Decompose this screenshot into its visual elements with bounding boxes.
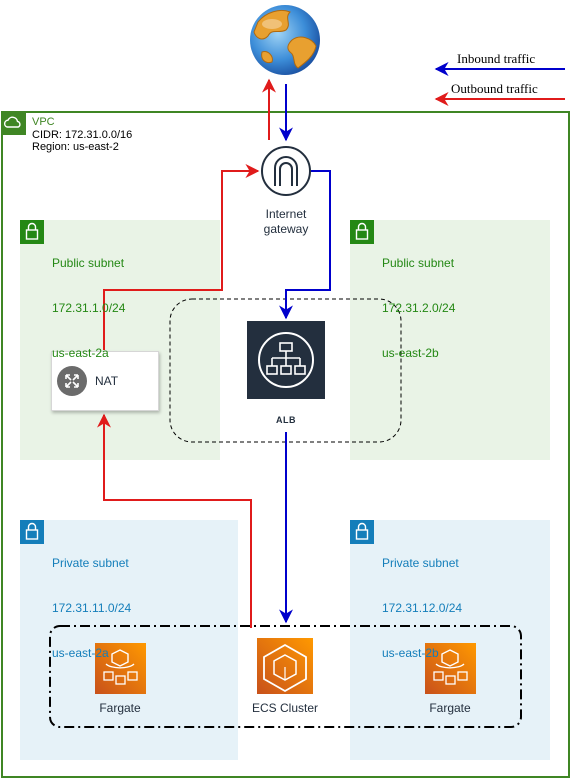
lock-icon: [20, 520, 44, 544]
subnet-title: Public subnet: [52, 256, 125, 270]
private-subnet-a-label: Private subnet 172.31.11.0/24 us-east-2a: [52, 526, 131, 676]
vpc-title: VPC: [32, 116, 55, 128]
vpc-label-block: VPC CIDR: 172.31.0.0/16 Region: us-east-…: [32, 116, 132, 154]
ecs-icon: [257, 638, 313, 694]
subnet-title: Private subnet: [52, 556, 129, 570]
subnet-cidr: 172.31.11.0/24: [52, 601, 132, 615]
vpc-region: Region: us-east-2: [32, 141, 119, 153]
lock-icon: [20, 220, 44, 244]
vpc-cidr: CIDR: 172.31.0.0/16: [32, 128, 133, 141]
public-subnet-b-label: Public subnet 172.31.2.0/24 us-east-2b: [382, 226, 455, 376]
igw-label-line1: Internet: [265, 207, 307, 221]
inbound-igw-to-alb: [279, 170, 331, 320]
internet-gateway-label: Internet gateway: [236, 207, 336, 237]
ecs-cluster-group: [49, 625, 522, 728]
public-subnet-a: [20, 220, 220, 460]
subnet-az: us-east-2a: [52, 646, 109, 660]
subnet-az: us-east-2b: [382, 346, 439, 360]
fargate-right-label: Fargate: [429, 701, 471, 715]
private-subnet-b: [350, 520, 550, 760]
lock-icon: [350, 520, 374, 544]
igw-label-line2: gateway: [263, 222, 309, 236]
ecs-cluster-label: ECS Cluster: [251, 701, 319, 715]
subnet-cidr: 172.31.1.0/24: [52, 301, 126, 315]
nat-label: NAT: [95, 374, 119, 388]
subnet-cidr: 172.31.2.0/24: [382, 301, 456, 315]
subnet-title: Public subnet: [382, 256, 455, 270]
globe-icon: [250, 5, 320, 75]
lock-icon: [350, 220, 374, 244]
subnet-az: us-east-2a: [52, 346, 109, 360]
public-subnet-b: [350, 220, 550, 460]
public-subnet-a-label: Public subnet 172.31.1.0/24 us-east-2a: [52, 226, 125, 376]
private-subnet-a: [20, 520, 238, 760]
fargate-icon: [425, 643, 476, 694]
internet-gateway-icon: [261, 146, 311, 196]
fargate-left-label: Fargate: [99, 701, 141, 715]
alb-label: ALB: [276, 415, 296, 425]
load-balancer-icon: [247, 321, 325, 399]
private-subnet-b-label: Private subnet 172.31.12.0/24 us-east-2b: [382, 526, 462, 676]
legend-inbound-label: Inbound traffic: [457, 51, 536, 66]
nat-gateway-node[interactable]: NAT: [51, 351, 159, 411]
outbound-ecs-to-nat: [97, 413, 252, 628]
vpc-cloud-icon: [1, 111, 26, 135]
outbound-nat-to-igw: [103, 164, 260, 350]
nat-gateway-icon: [57, 366, 87, 396]
legend-outbound-label: Outbound traffic: [451, 81, 538, 96]
subnet-title: Private subnet: [382, 556, 459, 570]
fargate-icon: [95, 643, 146, 694]
subnet-cidr: 172.31.12.0/24: [382, 601, 463, 615]
subnet-az: us-east-2b: [382, 646, 439, 660]
